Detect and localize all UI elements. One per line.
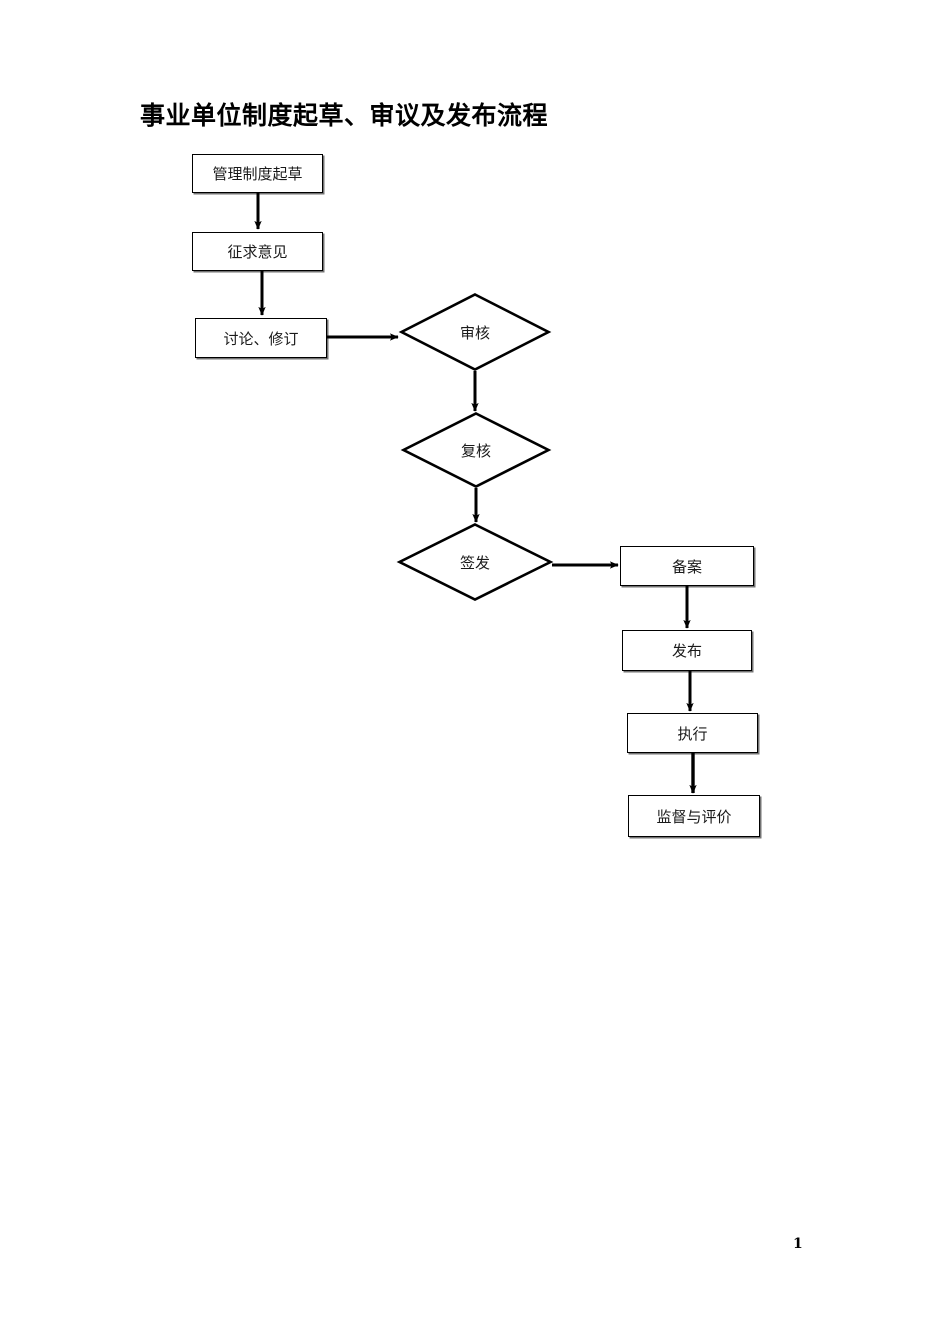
flow-node-review-label: 审核 (459, 323, 490, 342)
flow-node-execute-label: 执行 (677, 724, 708, 743)
flow-node-discuss[interactable]: 讨论、修订 (195, 318, 327, 358)
diamond-shape-review (398, 293, 552, 371)
flow-node-execute[interactable]: 执行 (627, 713, 758, 753)
flow-node-draft-label: 管理制度起草 (212, 165, 303, 183)
flow-node-discuss-label: 讨论、修订 (223, 329, 299, 348)
flow-node-draft[interactable]: 管理制度起草 (192, 154, 323, 193)
diamond-shape-issue (396, 523, 554, 601)
flow-node-supervise[interactable]: 监督与评价 (628, 795, 760, 837)
flow-node-publish[interactable]: 发布 (622, 630, 752, 671)
flow-node-opinions[interactable]: 征求意见 (192, 232, 323, 271)
flow-node-publish-label: 发布 (671, 642, 702, 660)
page-title: 事业单位制度起草、审议及发布流程 (140, 101, 549, 130)
flow-node-issue[interactable]: 签发 (396, 523, 554, 601)
flow-node-record-label: 备案 (671, 557, 702, 576)
flow-node-review[interactable]: 审核 (398, 293, 552, 371)
diamond-shape-recheck (400, 412, 552, 488)
flow-node-record[interactable]: 备案 (620, 546, 754, 586)
page-number: 1 (793, 1236, 803, 1252)
flow-node-recheck[interactable]: 复核 (400, 412, 552, 488)
flow-node-supervise-label: 监督与评价 (656, 807, 732, 826)
flow-node-issue-label: 签发 (459, 553, 490, 572)
flow-node-opinions-label: 征求意见 (227, 243, 288, 261)
flow-node-recheck-label: 复核 (460, 441, 491, 460)
